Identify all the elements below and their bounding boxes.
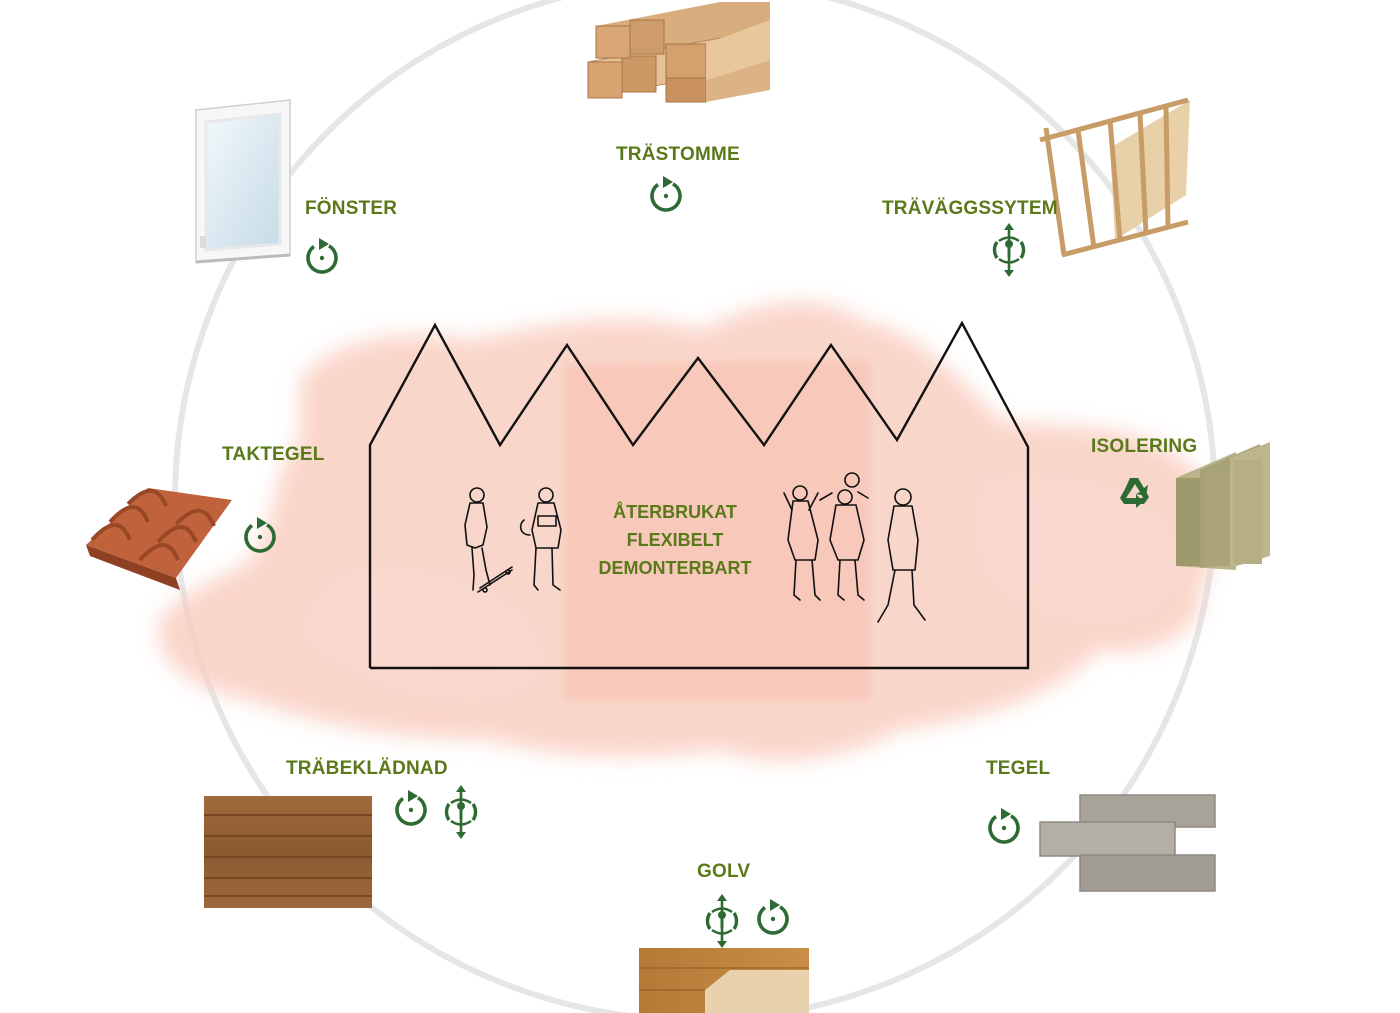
center-caption: ÅTERBRUKAT FLEXIBELT DEMONTERBART	[560, 498, 790, 582]
center-line-2: FLEXIBELT	[626, 530, 724, 550]
travaggssytem-demount-icon	[992, 221, 1026, 279]
golv-demount-icon	[705, 892, 739, 950]
wood-cladding-image	[204, 796, 372, 908]
trabekladnad-demount-icon	[444, 783, 478, 841]
window-image	[195, 99, 291, 264]
fonster-reuse-icon	[301, 236, 343, 279]
center-line-1: ÅTERBRUKAT	[613, 502, 737, 522]
bricks-image	[1039, 794, 1216, 892]
floor-image	[639, 948, 809, 1013]
label-tegel: TEGEL	[986, 758, 1051, 779]
label-travaggssytem: TRÄVÄGGSSYTEM	[882, 198, 1058, 219]
trastomme-reuse-icon	[645, 174, 687, 217]
label-fonster: FÖNSTER	[305, 198, 398, 219]
trabekladnad-reuse-icon	[390, 788, 432, 831]
label-taktegel: TAKTEGEL	[222, 444, 325, 465]
label-golv: GOLV	[697, 861, 751, 882]
roof-tile-image	[86, 488, 232, 590]
label-isolering: ISOLERING	[1091, 436, 1198, 457]
golv-reuse-icon	[752, 897, 794, 940]
label-trastomme: TRÄSTOMME	[616, 144, 740, 165]
lumber-image	[587, 2, 770, 103]
building-outline	[368, 320, 1030, 670]
people-sketch-left	[464, 487, 562, 593]
center-line-3: DEMONTERBART	[598, 558, 752, 578]
people-sketch-right	[783, 472, 926, 623]
insulation-image	[1176, 442, 1270, 570]
wall-frame-image	[1039, 97, 1190, 258]
label-trabekladnad: TRÄBEKLÄDNAD	[286, 758, 448, 779]
tegel-reuse-icon	[983, 806, 1025, 849]
